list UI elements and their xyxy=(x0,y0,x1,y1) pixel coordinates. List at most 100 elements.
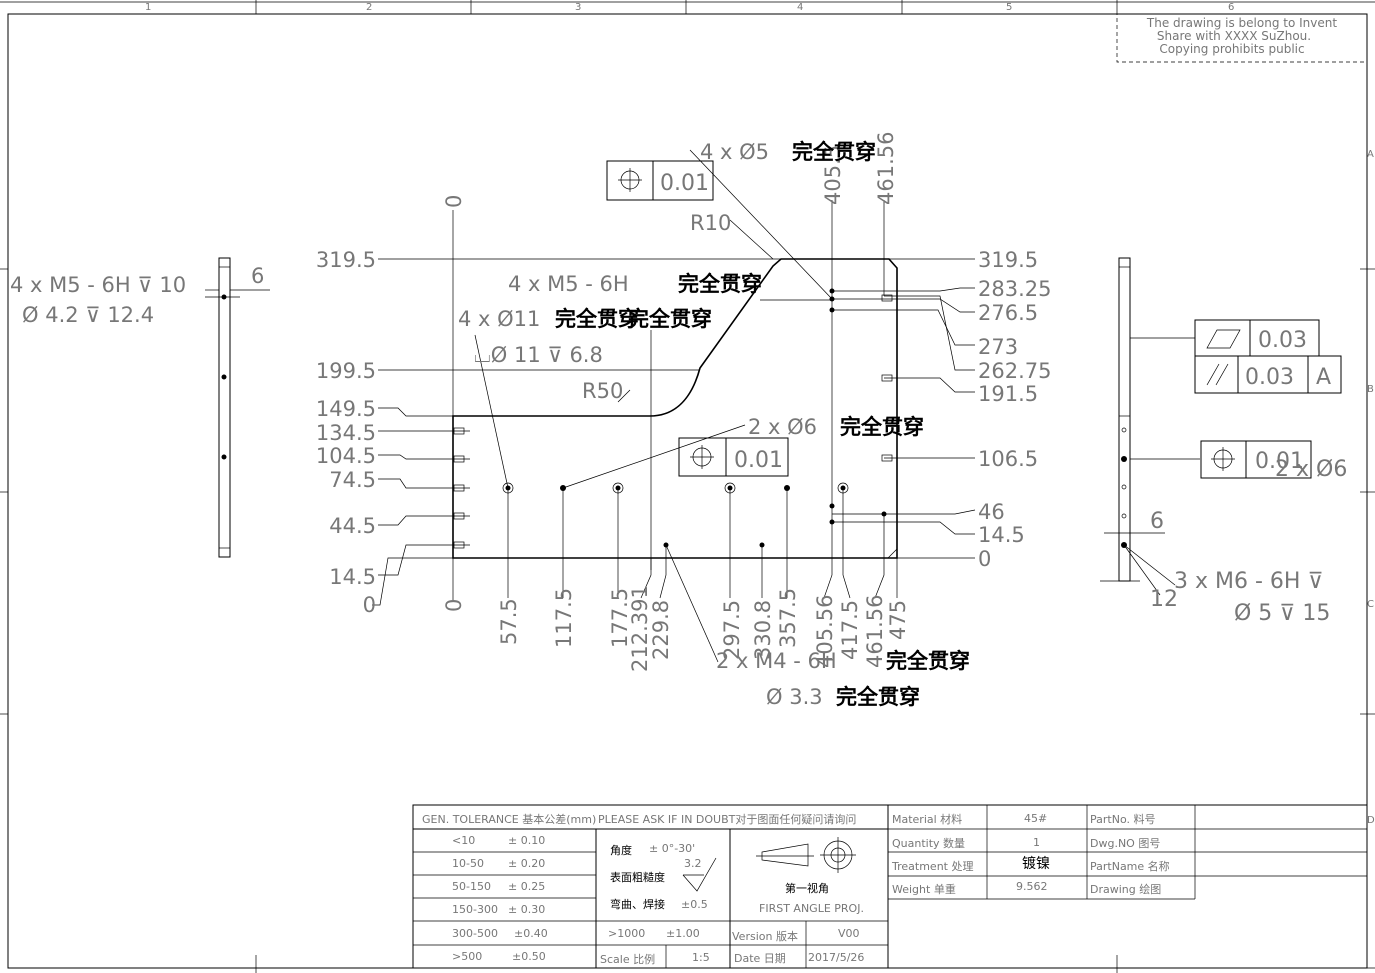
dim-top-461-56: 461.56 xyxy=(874,132,898,205)
right-dim-6: 6 xyxy=(1150,509,1164,534)
front-bottom-dims xyxy=(507,200,898,599)
dim-right-14-5: 14.5 xyxy=(978,523,1025,547)
treatment-label: Treatment 处理 xyxy=(891,860,973,873)
dim-top-405-5: 405.5 xyxy=(821,145,845,205)
gdt-position-frame xyxy=(1200,440,1312,479)
tol-range-0: <10 xyxy=(452,834,475,847)
zone-col-3: 3 xyxy=(575,2,581,13)
partno-label: PartNo. 料号 xyxy=(1090,812,1155,826)
version-val: V00 xyxy=(838,927,860,940)
dim-bottom-417-5: 417.5 xyxy=(838,600,862,660)
note-4x-d5: 4 x Ø5 xyxy=(700,140,769,164)
version-label: Version 版本 xyxy=(732,929,798,943)
dim-bottom-229-8: 229.8 xyxy=(649,600,673,660)
dim-bottom-212-391: 212.391 xyxy=(628,585,652,672)
notice-line-2: Share with XXXX SuZhou. xyxy=(1157,29,1311,43)
note-r50: R50 xyxy=(582,379,623,403)
note-d3-3: Ø 3.3 xyxy=(766,685,823,709)
dim-left-0: 0 xyxy=(363,593,376,617)
tol-val-0: ± 0.10 xyxy=(508,834,545,847)
dwgno-label: Dwg.NO 图号 xyxy=(1090,837,1160,850)
bend-val: ±0.5 xyxy=(681,898,708,911)
notice-box xyxy=(1116,13,1368,63)
dim-left-14-5: 14.5 xyxy=(329,565,376,589)
zone-col-5: 5 xyxy=(1006,2,1012,13)
dim-right-191-5: 191.5 xyxy=(978,382,1038,406)
dim-bottom-0: 0 xyxy=(442,599,466,612)
gdt-parallel-frame xyxy=(1194,355,1342,394)
over1000-val: ±1.00 xyxy=(666,927,700,940)
quantity-label: Quantity 数量 xyxy=(892,837,965,850)
dim-bottom-297-5: 297.5 xyxy=(720,600,744,660)
note-r10: R10 xyxy=(690,211,731,235)
zone-row-d: D xyxy=(1367,815,1375,826)
material-val: 45# xyxy=(1024,812,1047,825)
front-view-outline xyxy=(452,210,898,600)
thru-6: 完全贯穿 xyxy=(886,649,970,673)
tol-range-1: 10-50 xyxy=(452,857,484,870)
right-note-m6: 3 x M6 - 6H ⊽ xyxy=(1174,569,1324,594)
front-leaders xyxy=(474,149,833,663)
dim-left-104-5: 104.5 xyxy=(316,444,376,468)
right-position-value: 0.01 xyxy=(1255,449,1304,474)
gdt-frame-top xyxy=(606,160,714,201)
note-4x-d11: 4 x Ø11 xyxy=(458,307,540,331)
left-note-drill: Ø 4.2 ⊽ 12.4 xyxy=(22,303,154,327)
left-side-view xyxy=(205,257,270,558)
gdt-mid-value: 0.01 xyxy=(734,448,783,473)
dim-bottom-330-8: 330.8 xyxy=(751,600,775,660)
dim-right-0: 0 xyxy=(978,547,991,571)
title-block xyxy=(412,804,1368,969)
rough-val: 3.2 xyxy=(684,857,702,870)
thru-3: 完全贯穿 xyxy=(555,307,639,331)
dim-left-199-5: 199.5 xyxy=(316,359,376,383)
left-note-m5: 4 x M5 - 6H ⊽ 10 xyxy=(10,273,186,297)
dim-right-273: 273 xyxy=(978,335,1018,359)
ask-note: PLEASE ASK IF IN DOUBT对于图面任何疑问请询问 xyxy=(598,812,856,826)
dim-bottom-475: 475 xyxy=(886,600,910,640)
dim-right-276-5: 276.5 xyxy=(978,301,1038,325)
scale-val: 1:5 xyxy=(692,951,710,964)
angle-label: 角度 xyxy=(610,843,632,857)
tol-val-1: ± 0.20 xyxy=(508,857,545,870)
over1000: >1000 xyxy=(608,927,645,940)
gdt-frame-mid xyxy=(678,437,789,477)
rough-label: 表面粗糙度 xyxy=(610,870,665,884)
scale-label: Scale 比例 xyxy=(600,952,655,966)
thru-7: 完全贯穿 xyxy=(836,685,920,709)
zone-row-a: A xyxy=(1367,149,1374,160)
dim-bottom-357-5: 357.5 xyxy=(776,588,800,648)
dim-bottom-57-5: 57.5 xyxy=(497,598,521,645)
zone-row-c: C xyxy=(1367,599,1374,610)
right-note-2x-d6: 2 x Ø6 xyxy=(1275,457,1347,482)
date-label: Date 日期 xyxy=(734,952,786,965)
note-counterbore: ⌴Ø 11 ⊽ 6.8 xyxy=(474,343,603,367)
zone-col-6: 6 xyxy=(1228,2,1234,13)
zone-col-2: 2 xyxy=(366,2,372,13)
proj-en: FIRST ANGLE PROJ. xyxy=(759,902,864,915)
dim-left-134-5: 134.5 xyxy=(316,421,376,445)
date-val: 2017/5/26 xyxy=(808,951,864,964)
tol-range-3: 150-300 xyxy=(452,903,498,916)
right-side-view xyxy=(1100,257,1200,596)
drawing-label: Drawing 绘图 xyxy=(1090,882,1161,896)
quantity-val: 1 xyxy=(1033,836,1040,849)
angle-val: ± 0°-30' xyxy=(649,842,695,855)
dim-bottom-177-5: 177.5 xyxy=(608,588,632,648)
thru-2: 完全贯穿 xyxy=(678,272,762,296)
tol-range-2: 50-150 xyxy=(452,880,491,893)
weight-label: Weight 单重 xyxy=(892,882,956,896)
tol-val-2: ± 0.25 xyxy=(508,880,545,893)
tol-range-4: 300-500 xyxy=(452,927,498,940)
proj-cn: 第一视角 xyxy=(785,881,829,895)
thru-1: 完全贯穿 xyxy=(792,140,876,164)
zone-col-4: 4 xyxy=(797,2,803,13)
notice-line-1: The drawing is belong to Invent xyxy=(1146,16,1337,30)
tol-val-5: ±0.50 xyxy=(512,950,546,963)
dim-right-283-25: 283.25 xyxy=(978,277,1051,301)
dim-right-46: 46 xyxy=(978,500,1005,524)
tol-head: GEN. TOLERANCE 基本公差(mm) xyxy=(422,812,596,826)
gdt-top-value: 0.01 xyxy=(660,171,709,196)
right-parallel-value: 0.03 xyxy=(1245,365,1294,390)
